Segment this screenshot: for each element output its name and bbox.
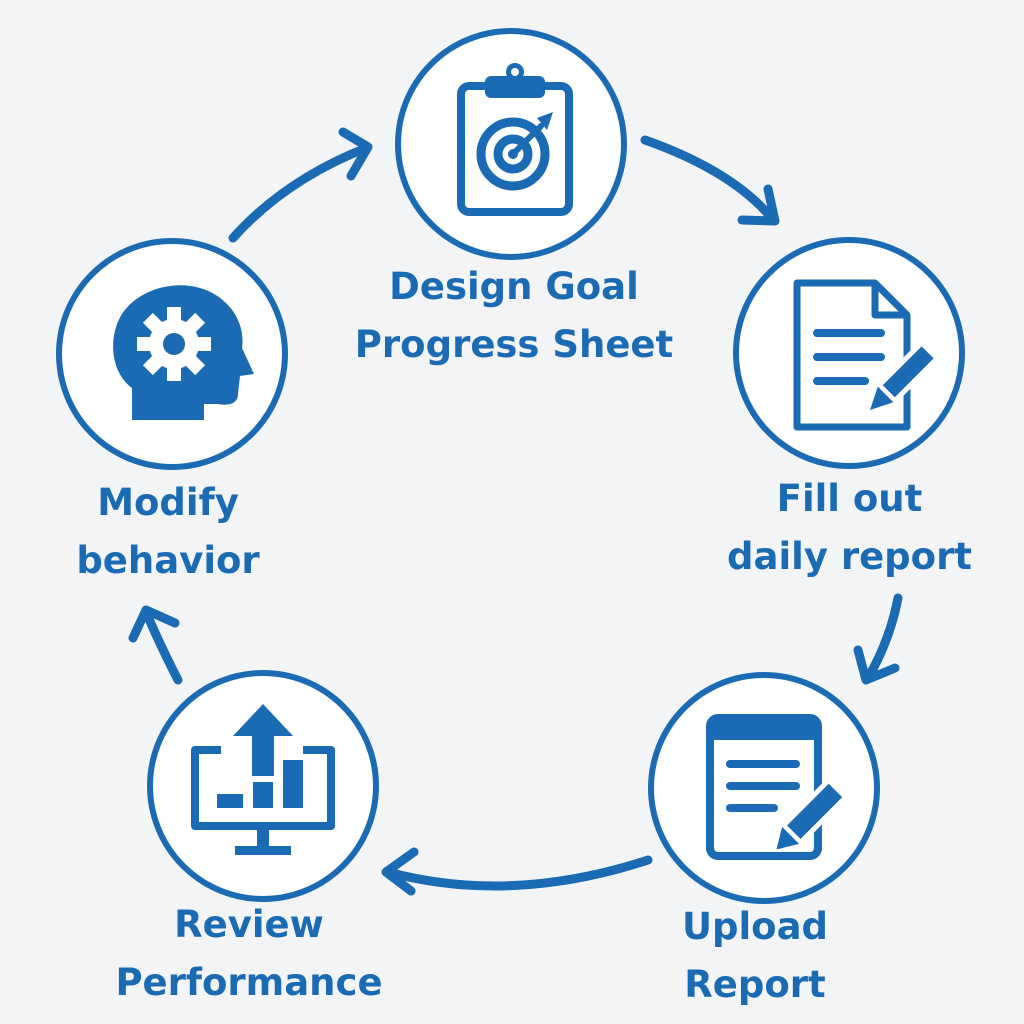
step-label-upload: Upload Report — [650, 898, 860, 1014]
step-label-modify: Modify behavior — [60, 474, 276, 590]
head-gear-icon — [113, 285, 254, 420]
arrow-modify-to-design — [228, 127, 373, 243]
step-label-modify-line1: Modify — [97, 481, 239, 524]
step-label-design: Design Goal Progress Sheet — [330, 258, 698, 374]
monitor-upload-chart-icon — [191, 704, 335, 855]
step-node-modify — [56, 238, 288, 470]
step-label-upload-line2: Report — [684, 963, 826, 1006]
arrow-upload-to-review — [381, 847, 653, 896]
step-label-design-line1: Design Goal — [389, 265, 639, 308]
step-node-upload — [648, 672, 880, 904]
step-node-design — [395, 28, 627, 260]
step-label-upload-line1: Upload — [681, 905, 829, 948]
notepad-pen-icon — [706, 714, 850, 860]
step-label-modify-line2: behavior — [76, 539, 260, 582]
arrow-fill-to-upload — [853, 593, 903, 685]
step-label-review-line2: Performance — [115, 961, 383, 1004]
step-label-fill-line2: daily report — [727, 535, 972, 578]
step-label-fill: Fill out daily report — [712, 470, 987, 586]
arrow-review-to-modify — [128, 605, 183, 685]
step-node-fill — [733, 237, 965, 469]
step-label-design-line2: Progress Sheet — [354, 323, 674, 366]
clipboard-target-icon — [457, 63, 573, 216]
step-label-review: Review Performance — [100, 896, 398, 1012]
step-label-fill-line1: Fill out — [776, 477, 923, 520]
arrow-design-to-fill — [640, 135, 780, 226]
step-label-review-line1: Review — [174, 903, 324, 946]
document-pencil-icon — [793, 279, 941, 431]
step-node-review — [147, 670, 379, 902]
